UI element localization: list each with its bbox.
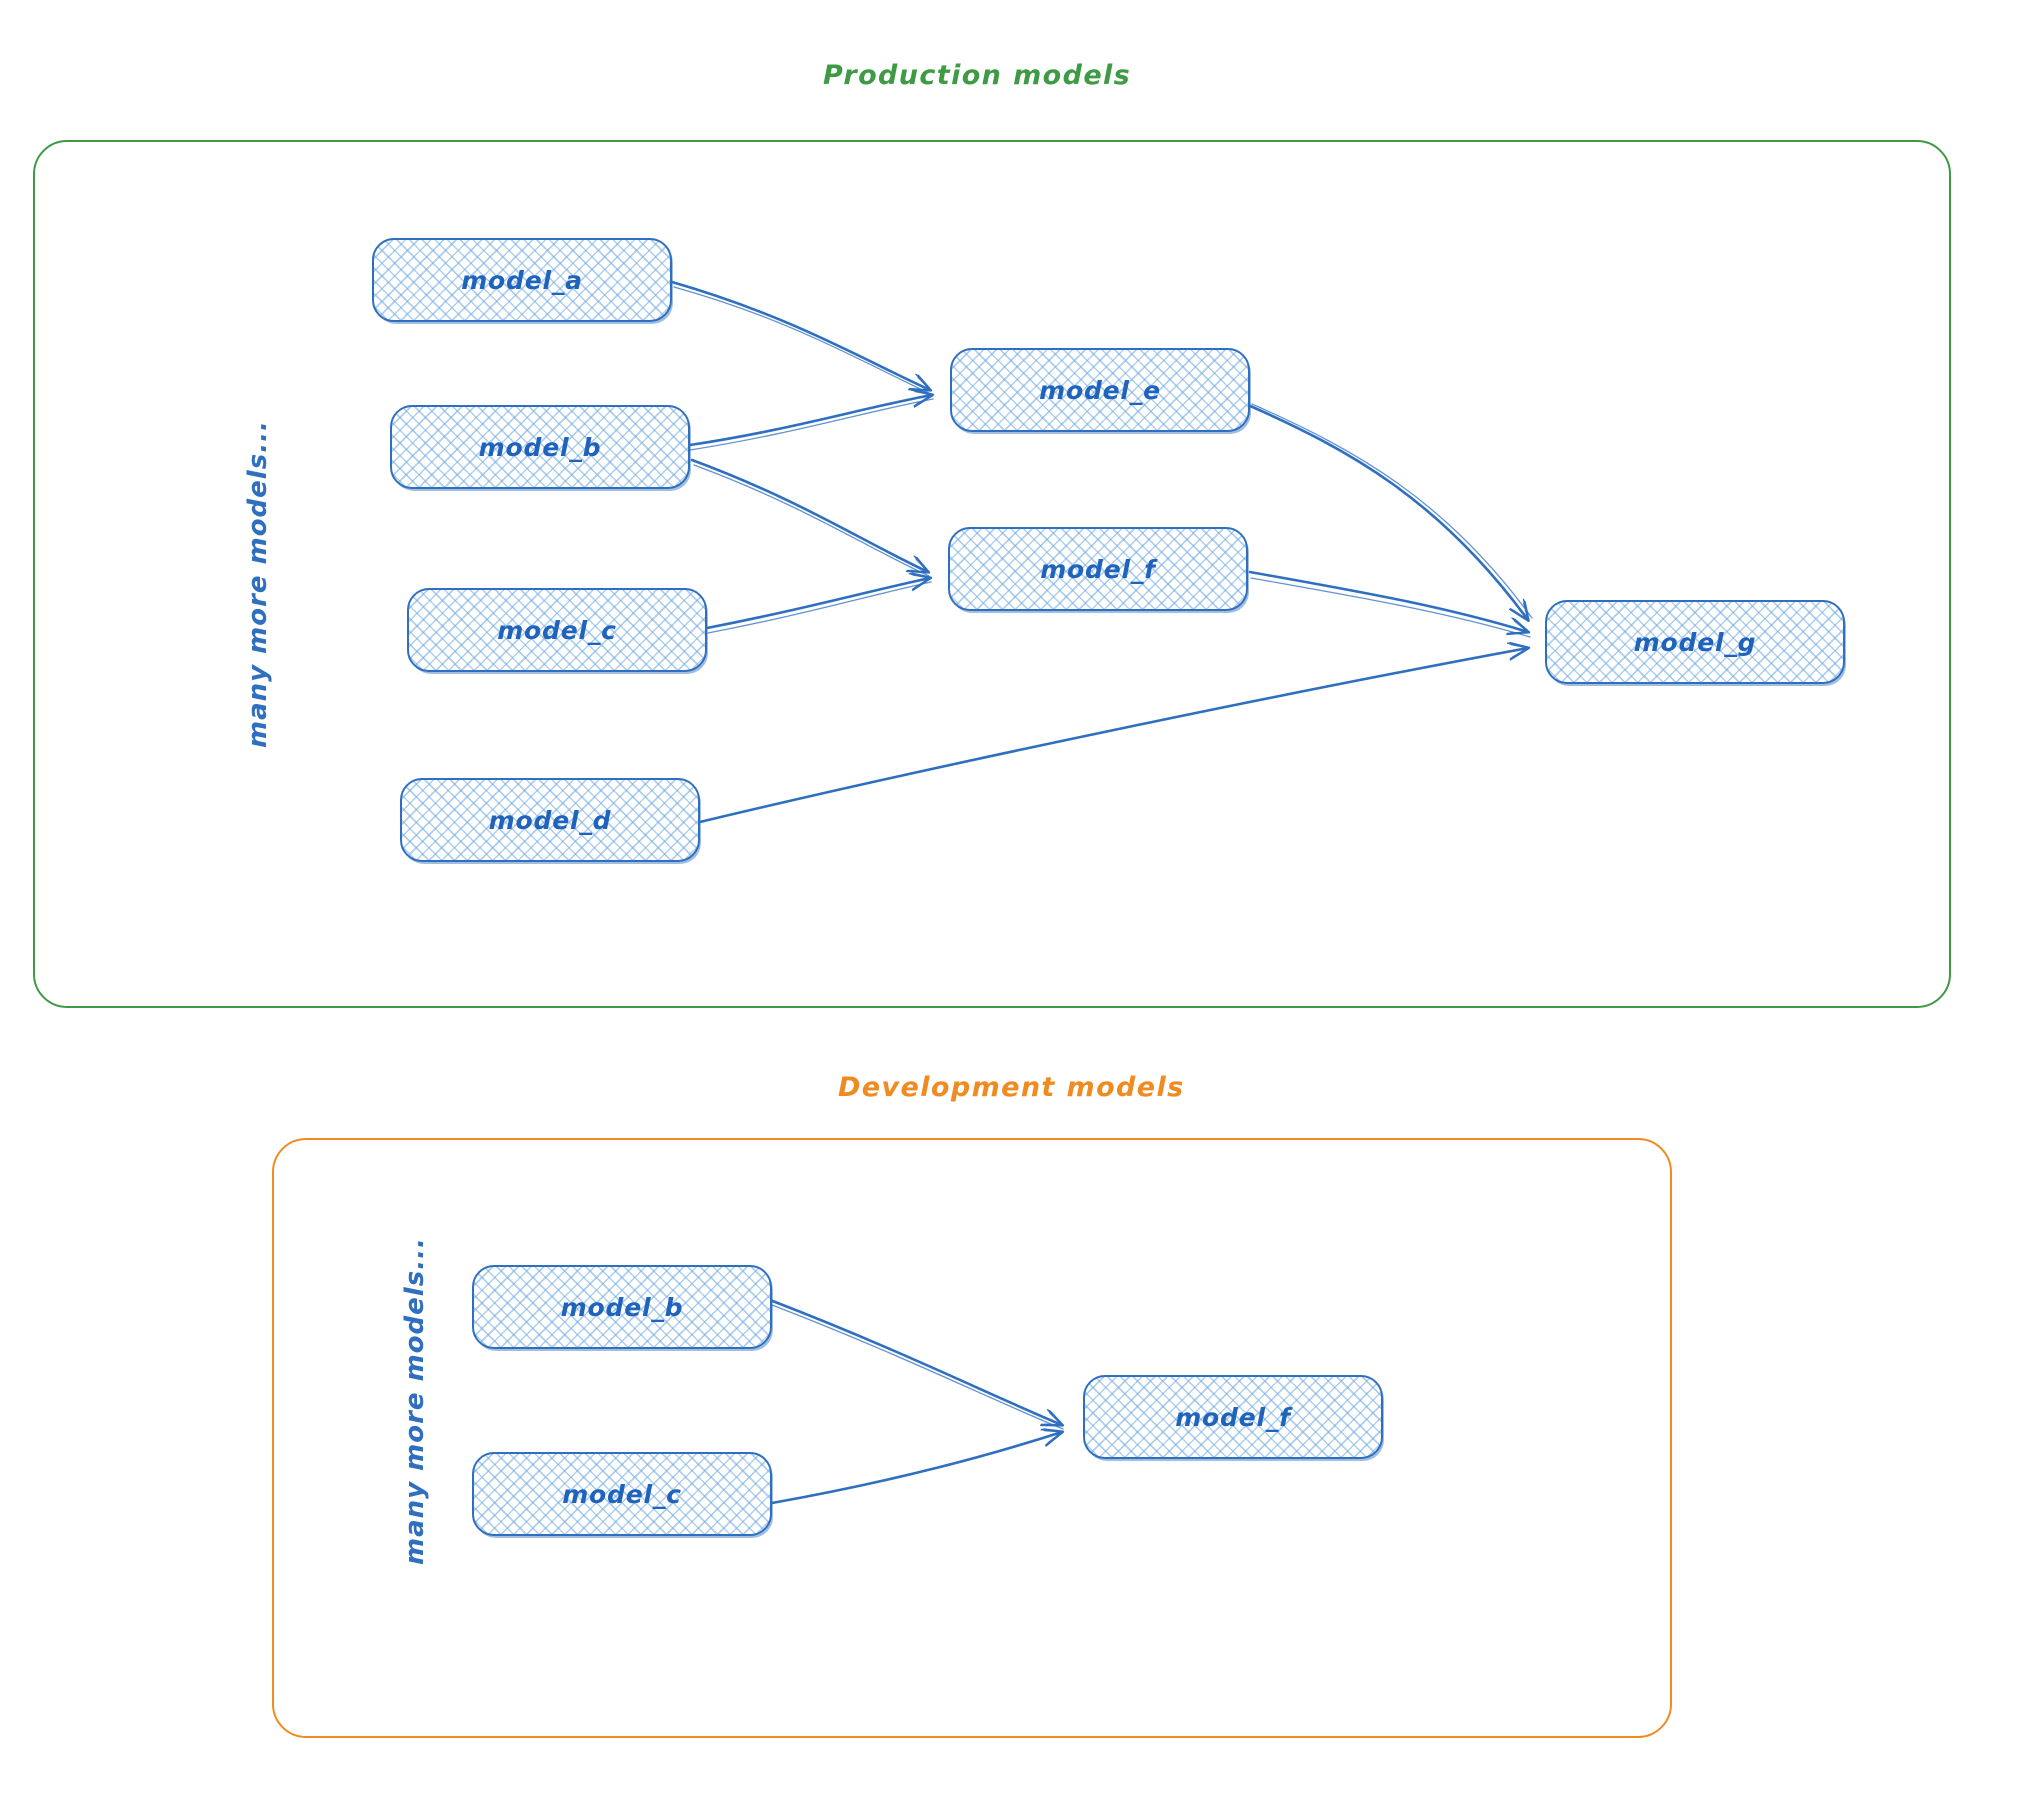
- node-label: model_f: [1175, 1402, 1291, 1432]
- edge-model_b-to-model_e: [688, 395, 932, 447]
- node-prod-model-e[interactable]: model_e: [950, 348, 1250, 432]
- node-dev-model-c[interactable]: model_c: [472, 1452, 772, 1536]
- edge-model_b-to-model_f: [690, 458, 928, 572]
- edge-model_f-to-model_g: [1248, 570, 1528, 632]
- development-group-title: Development models: [838, 1072, 1185, 1103]
- edge-model_c-to-model_f: [705, 578, 930, 630]
- edge-model_a-to-model_e: [670, 280, 930, 390]
- node-prod-model-a[interactable]: model_a: [372, 238, 672, 322]
- node-dev-model-b[interactable]: model_b: [472, 1265, 772, 1349]
- node-label: model_c: [562, 1479, 682, 1509]
- development-group-container: [272, 1138, 1672, 1738]
- edge-model_d-to-model_g: [698, 648, 1528, 824]
- node-label: model_b: [560, 1292, 684, 1322]
- edge-model_e-to-model_g: [1246, 403, 1528, 620]
- node-dev-model-f[interactable]: model_f: [1083, 1375, 1383, 1459]
- edge-dev-model_b-to-model_f: [768, 1298, 1062, 1425]
- production-group-container: [33, 140, 1951, 1008]
- production-group-title: Production models: [823, 60, 1132, 91]
- edge-dev-model_c-to-model_f: [770, 1432, 1062, 1505]
